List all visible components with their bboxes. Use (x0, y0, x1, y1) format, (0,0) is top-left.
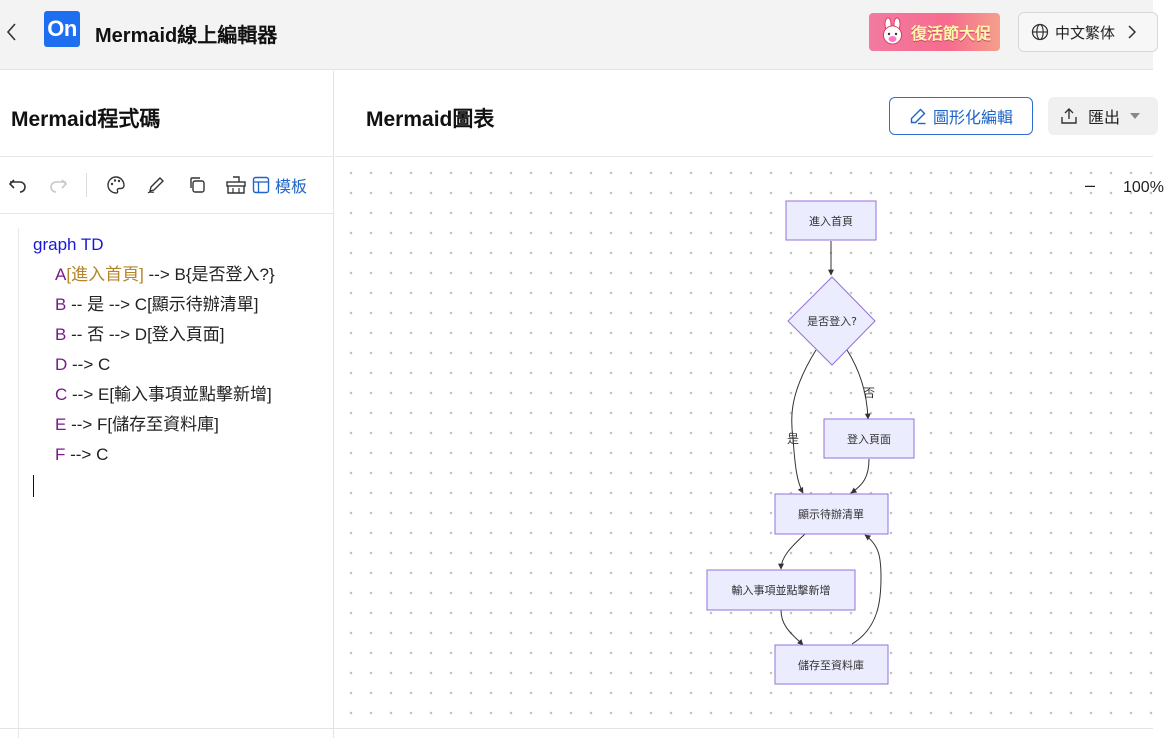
app-title: Mermaid線上編輯器 (95, 25, 278, 47)
divider (335, 156, 1153, 157)
code-token: B (55, 325, 67, 344)
code-token: C (55, 385, 68, 404)
graphic-edit-button[interactable]: 圖形化編輯 (889, 97, 1033, 135)
bottom-border (0, 728, 1153, 729)
code-token: B (55, 295, 67, 314)
diagram-panel: Mermaid圖表 圖形化編輯 匯出 – 100% 是 (335, 71, 1164, 738)
chevron-left-icon (6, 23, 16, 41)
code-line: B -- 否 --> D[登入頁面] (33, 320, 275, 350)
code-line (33, 470, 275, 500)
chevron-right-icon (1128, 25, 1137, 39)
node-e-label: 輸入事項並點擊新增 (732, 583, 831, 597)
code-line: B -- 是 --> C[顯示待辦清單] (33, 290, 275, 320)
divider (0, 156, 334, 157)
code-panel: Mermaid程式碼 模板 graph TD A[進入首頁] --> B{是否登入… (0, 71, 334, 738)
text-caret (33, 474, 34, 497)
redo-icon (50, 179, 68, 193)
code-token: A (55, 265, 67, 284)
zoom-level: 100% (1123, 179, 1164, 196)
cleanup-button[interactable] (225, 174, 247, 196)
zoom-out-button[interactable]: – (1085, 175, 1096, 195)
code-token: graph TD (33, 235, 104, 254)
template-label: 模板 (275, 179, 308, 196)
app-logo[interactable]: On (44, 11, 80, 47)
code-toolbar: 模板 (0, 157, 334, 213)
back-button[interactable] (0, 18, 22, 46)
code-token: --> C (67, 355, 111, 374)
code-token: D (55, 355, 68, 374)
promo-banner[interactable]: 復活節大促 (869, 13, 1000, 51)
export-button[interactable]: 匯出 (1048, 97, 1158, 135)
copy-button[interactable] (186, 174, 208, 196)
code-line: graph TD (33, 230, 275, 260)
node-d[interactable]: 登入頁面 (823, 418, 915, 459)
code-token: [進入首頁] (66, 265, 144, 284)
divider (0, 213, 334, 214)
code-line: A[進入首頁] --> B{是否登入?} (33, 260, 275, 290)
theme-button[interactable] (105, 174, 127, 196)
template-icon (252, 176, 270, 194)
editor-gutter (18, 228, 19, 738)
edit-icon (910, 108, 926, 125)
graphic-edit-label: 圖形化編輯 (932, 110, 1013, 127)
caret-down-icon (1130, 113, 1141, 119)
redo-button[interactable] (47, 174, 69, 196)
node-c-label: 顯示待辦清單 (798, 507, 864, 521)
edge-b-c-yes (791, 349, 817, 494)
promo-label: 復活節大促 (911, 26, 992, 43)
code-token: F (55, 445, 66, 464)
code-token: --> E[輸入事項並點擊新增] (67, 385, 272, 404)
code-token: --> B{是否登入?} (143, 265, 275, 284)
node-f[interactable]: 儲存至資料庫 (774, 644, 889, 685)
language-selector[interactable]: 中文繁体 (1018, 12, 1158, 52)
pen-icon (147, 177, 164, 194)
undo-button[interactable] (7, 174, 29, 196)
node-a[interactable]: 進入首頁 (785, 200, 877, 241)
diagram-canvas[interactable]: – 100% 是 否 進入首頁 (335, 157, 1164, 727)
code-token: -- 否 --> D[登入頁面] (66, 325, 225, 344)
code-panel-title: Mermaid程式碼 (11, 108, 161, 131)
edge-e-f (780, 609, 804, 646)
node-d-label: 登入頁面 (847, 432, 891, 446)
node-e[interactable]: 輸入事項並點擊新增 (706, 569, 856, 611)
edge-f-c (851, 534, 882, 645)
code-token: E (55, 415, 67, 434)
copy-icon (190, 177, 205, 193)
globe-icon (1031, 23, 1049, 41)
bunny-icon (883, 17, 902, 45)
diagram-panel-title: Mermaid圖表 (366, 108, 495, 131)
node-b[interactable]: 是否登入? (787, 276, 876, 366)
language-label: 中文繁体 (1055, 24, 1116, 42)
toolbar-separator (86, 173, 87, 197)
code-line: F --> C (33, 440, 275, 470)
code-line: C --> E[輸入事項並點擊新增] (33, 380, 275, 410)
code-line: D --> C (33, 350, 275, 380)
pen-button[interactable] (145, 174, 167, 196)
node-f-label: 儲存至資料庫 (798, 658, 864, 672)
undo-icon (8, 179, 26, 193)
edge-d-c (850, 458, 870, 494)
flowchart: 是 否 進入首頁 是否登入? 登入頁面 顯示待辦清單 輸入事項並點擊新增 (706, 200, 915, 685)
export-label: 匯出 (1088, 110, 1121, 127)
node-c[interactable]: 顯示待辦清單 (774, 493, 889, 535)
code-line: E --> F[儲存至資料庫] (33, 410, 275, 440)
code-token: --> F[儲存至資料庫] (66, 415, 219, 434)
palette-icon (107, 176, 125, 194)
node-b-label: 是否登入? (807, 314, 857, 328)
node-a-label: 進入首頁 (809, 214, 853, 228)
edge-label-no: 否 (863, 386, 875, 400)
template-button[interactable]: 模板 (252, 173, 307, 197)
edge-c-e (778, 533, 806, 570)
broom-icon (226, 176, 246, 194)
upload-icon (1061, 108, 1077, 124)
edge-b-d-no (846, 349, 871, 420)
top-bar: On Mermaid線上編輯器 復活節大促 中文繁体 (0, 0, 1158, 70)
edge-label-yes: 是 (787, 432, 799, 446)
code-token: -- 是 --> C[顯示待辦清單] (66, 295, 259, 314)
code-token: --> C (65, 445, 109, 464)
